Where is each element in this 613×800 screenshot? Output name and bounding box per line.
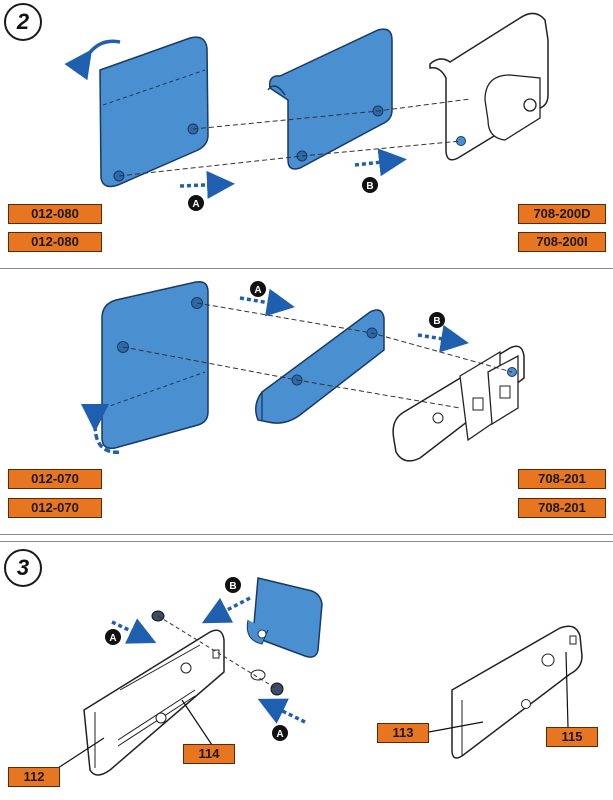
part-code-label: 012-080 <box>8 232 102 252</box>
callout-115: 115 <box>546 727 598 747</box>
part-code-label: 708-200I <box>518 232 606 252</box>
callout-112: 112 <box>8 767 60 787</box>
panel-divider-1 <box>0 268 613 269</box>
nut <box>270 682 284 696</box>
step-number-two: 2 <box>4 3 42 41</box>
rotate-arrow-icon-2 <box>80 403 123 454</box>
channel-middle <box>255 309 385 424</box>
part-code-label: 708-201 <box>518 469 606 489</box>
callout-113: 113 <box>377 723 429 743</box>
plate-middle <box>268 28 393 170</box>
panel-divider-2 <box>0 534 613 535</box>
panel-divider-3 <box>0 541 613 542</box>
step-number-three: 3 <box>4 549 42 587</box>
part-code-label: 708-201 <box>518 498 606 518</box>
rotate-arrow-icon <box>64 39 121 81</box>
part-code-label: 708-200D <box>518 204 606 224</box>
part-code-label: 012-070 <box>8 469 102 489</box>
plate-012-070 <box>101 280 209 450</box>
part-code-label: 012-070 <box>8 498 102 518</box>
part-code-label: 012-080 <box>8 204 102 224</box>
panel-one-drawing <box>64 12 549 199</box>
bracket-blue-small <box>252 577 323 658</box>
plate-012-080 <box>99 36 209 188</box>
panel-three-drawing <box>57 577 583 776</box>
panel-two-drawing <box>80 280 525 462</box>
callout-114: 114 <box>183 744 235 764</box>
washer <box>250 669 266 681</box>
